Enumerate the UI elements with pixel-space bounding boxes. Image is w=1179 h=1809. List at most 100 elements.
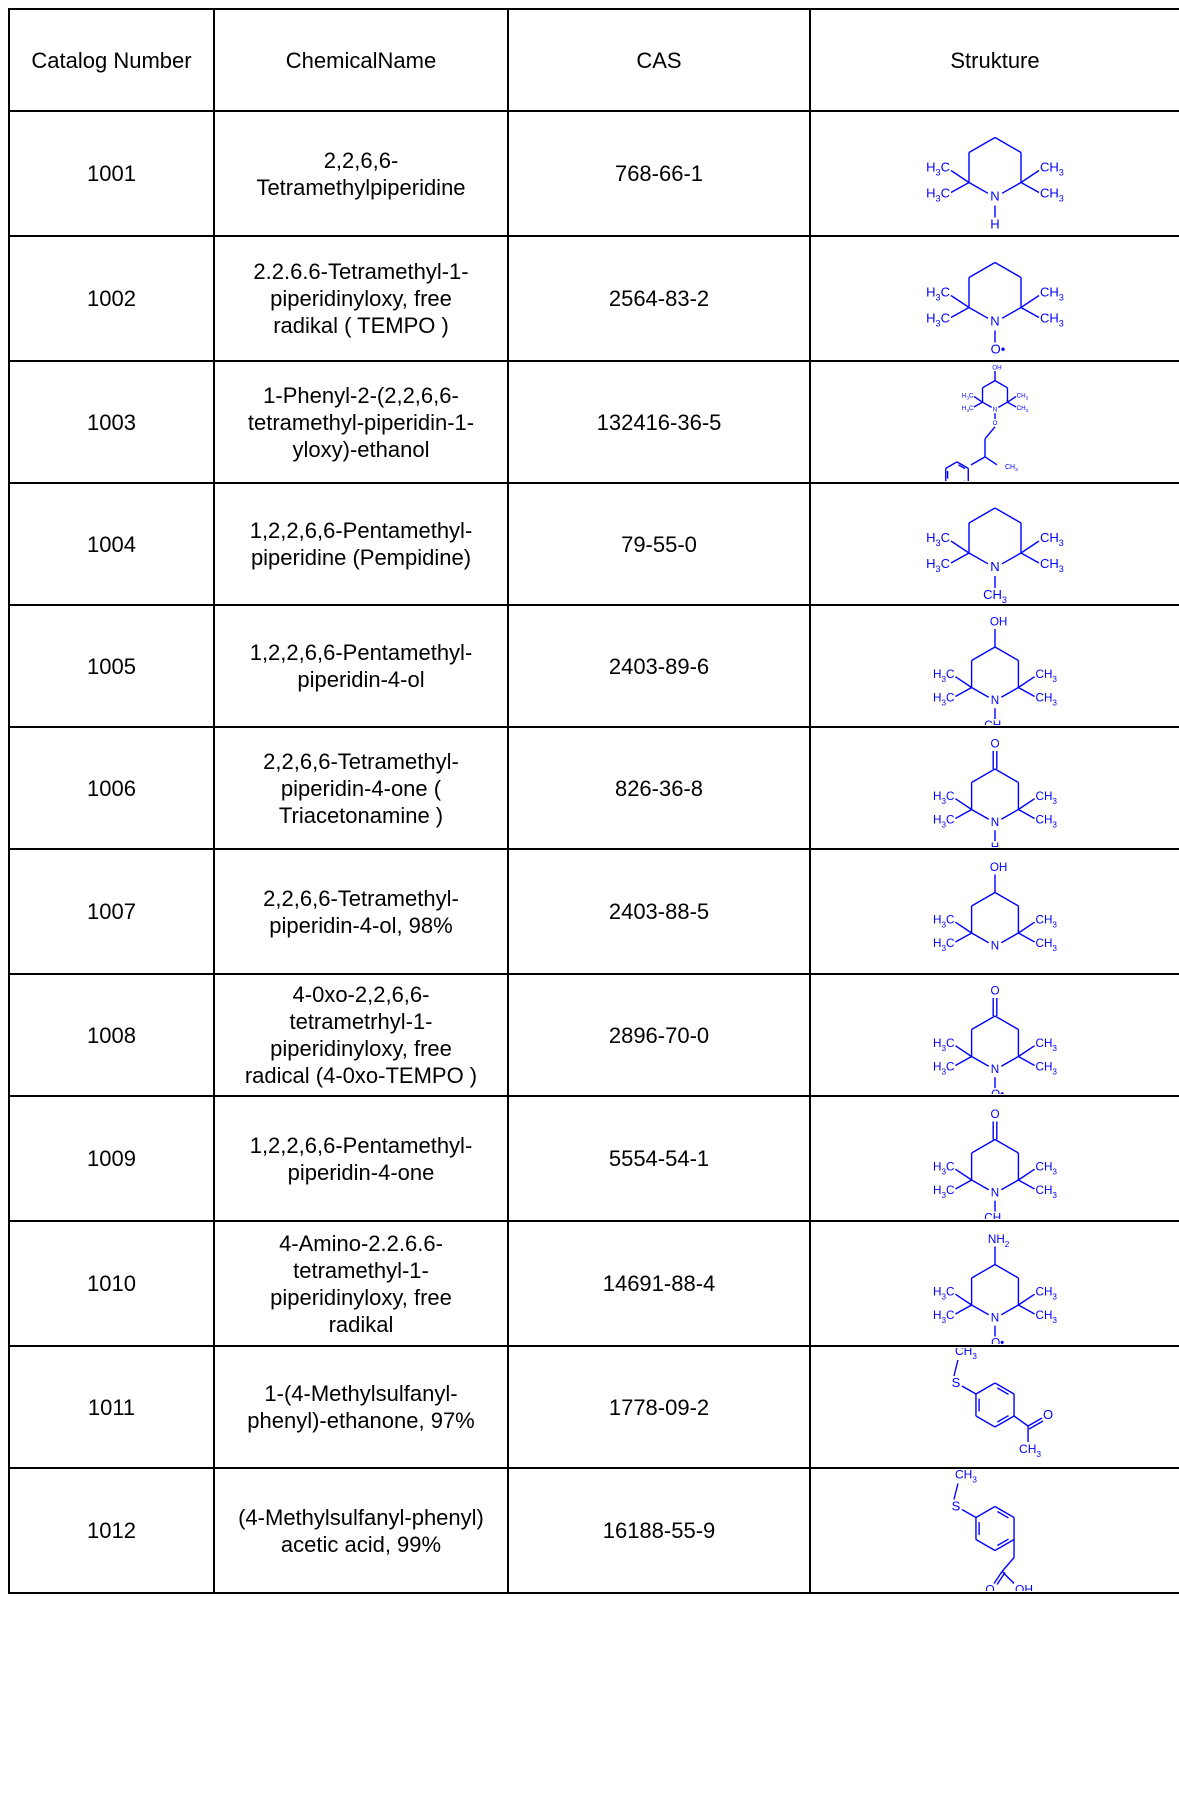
atom-label: OH: [1015, 1583, 1033, 1591]
atom-label: H3C: [933, 1309, 954, 1325]
atom-label: H3C: [933, 1184, 954, 1200]
atom-label: CH3: [1005, 464, 1018, 473]
bond-line: [961, 1385, 977, 1395]
atom-label: CH3: [1036, 691, 1058, 707]
chemical-structure-drawing: NCH3CH3H3CH3CCH3O: [933, 1108, 1058, 1219]
bond-line: [1018, 921, 1035, 934]
atom-label: S: [952, 1375, 961, 1390]
bond-line: [1000, 932, 1019, 944]
atom-label: O: [985, 1583, 994, 1591]
bond-line: [1001, 552, 1022, 565]
bond-line: [971, 1304, 990, 1316]
bond-line: [968, 507, 996, 524]
header-cas: CAS: [507, 8, 811, 112]
bond-line: [1000, 808, 1019, 820]
table-row: 1012(4-Methylsulfanyl-phenyl)acetic acid…: [8, 1467, 1179, 1594]
cas-number-cell: 5554-54-1: [507, 1095, 811, 1222]
atom-label: CH3: [1036, 790, 1058, 806]
atom-label: H3C: [926, 556, 950, 574]
bond-line: [971, 1055, 990, 1067]
chemical-structure-drawing: NCH3CH3H3CH3CCH3OH: [933, 616, 1058, 725]
atom-label: H3C: [926, 530, 950, 548]
bond-line: [984, 456, 998, 466]
bond-line: [971, 932, 990, 944]
atom-label: CH3: [1017, 405, 1029, 413]
atom-label: O: [990, 985, 999, 998]
bond-line: [1020, 552, 1040, 564]
bond-line: [1001, 1571, 1015, 1584]
bond-line: [994, 646, 1019, 662]
atom-label: O•: [991, 342, 1006, 357]
bond-line: [971, 1015, 996, 1031]
cas-number-cell: 768-66-1: [507, 110, 811, 237]
bond-line: [955, 1168, 972, 1181]
bond-line: [971, 646, 996, 662]
chemical-name-cell: 1,2,2,6,6-Pentamethyl-piperidin-4-ol: [213, 604, 509, 728]
atom-label: OH: [990, 861, 1008, 874]
atom-label: CH3: [1040, 530, 1064, 548]
bond-line: [1018, 798, 1035, 811]
cas-number-cell: 132416-36-5: [507, 360, 811, 484]
bond-line: [1020, 306, 1040, 319]
catalog-number-cell: 1006: [8, 726, 215, 850]
bond-line: [1001, 181, 1022, 194]
bond-line: [1018, 686, 1035, 698]
bond-line: [994, 891, 1019, 907]
bond-line: [955, 1293, 972, 1306]
bond-line: [971, 1138, 996, 1154]
cas-number-cell: 1778-09-2: [507, 1345, 811, 1469]
bond-line: [994, 136, 1022, 154]
atom-label: H3C: [933, 1060, 954, 1076]
bond-line: [961, 1508, 977, 1519]
ring-bond: [975, 1538, 996, 1552]
bond-line: [982, 379, 996, 389]
atom-label: CH3: [1036, 1160, 1058, 1176]
atom-label: H3C: [933, 691, 954, 707]
atom-label: N: [993, 406, 998, 413]
bond-line: [994, 379, 1008, 389]
ring-bond: [975, 1415, 996, 1428]
atom-label: N: [990, 314, 999, 329]
atom-label: H3C: [962, 405, 974, 413]
catalog-number-cell: 1009: [8, 1095, 215, 1222]
structure-cell: NCH3CH3H3CH3CCH3OH: [809, 604, 1179, 728]
catalog-number-cell: 1001: [8, 110, 215, 237]
chemical-name-cell: 4-0xo-2,2,6,6-tetrametrhyl-1-piperidinyl…: [213, 973, 509, 1097]
bond-line: [971, 768, 996, 784]
atom-label: CH3: [1040, 311, 1064, 329]
bond-line: [1000, 686, 1019, 698]
atom-label: O•: [991, 1088, 1004, 1094]
bond-line: [970, 456, 986, 466]
bond-line: [1001, 1557, 1015, 1572]
atom-label: H3C: [933, 1160, 954, 1176]
atom-label: N: [991, 1187, 999, 1200]
double-bond: [997, 1387, 1009, 1396]
bond-line: [1020, 181, 1040, 194]
atom-label: O: [990, 1108, 999, 1121]
bond-line: [1018, 1304, 1035, 1315]
atom-label: N: [991, 940, 999, 953]
bond-line: [982, 401, 992, 408]
chemical-name-cell: 2,2,6,6-Tetramethylpiperidine: [213, 110, 509, 237]
atom-label: CH3: [1036, 668, 1058, 684]
bond-line: [950, 552, 970, 564]
structure-cell: NCH3CH3H3CH3CHO: [809, 726, 1179, 850]
double-bond: [997, 1414, 1009, 1423]
cas-number-cell: 14691-88-4: [507, 1220, 811, 1347]
bond-line: [950, 181, 970, 194]
chemical-name-cell: 2,2,6,6-Tetramethyl-piperidin-4-ol, 98%: [213, 848, 509, 975]
catalog-number-cell: 1002: [8, 235, 215, 362]
header-catalog-number: Catalog Number: [8, 8, 215, 112]
chemical-name-cell: 2,2,6,6-Tetramethyl-piperidin-4-one (Tri…: [213, 726, 509, 850]
bond-line: [1013, 1415, 1029, 1427]
